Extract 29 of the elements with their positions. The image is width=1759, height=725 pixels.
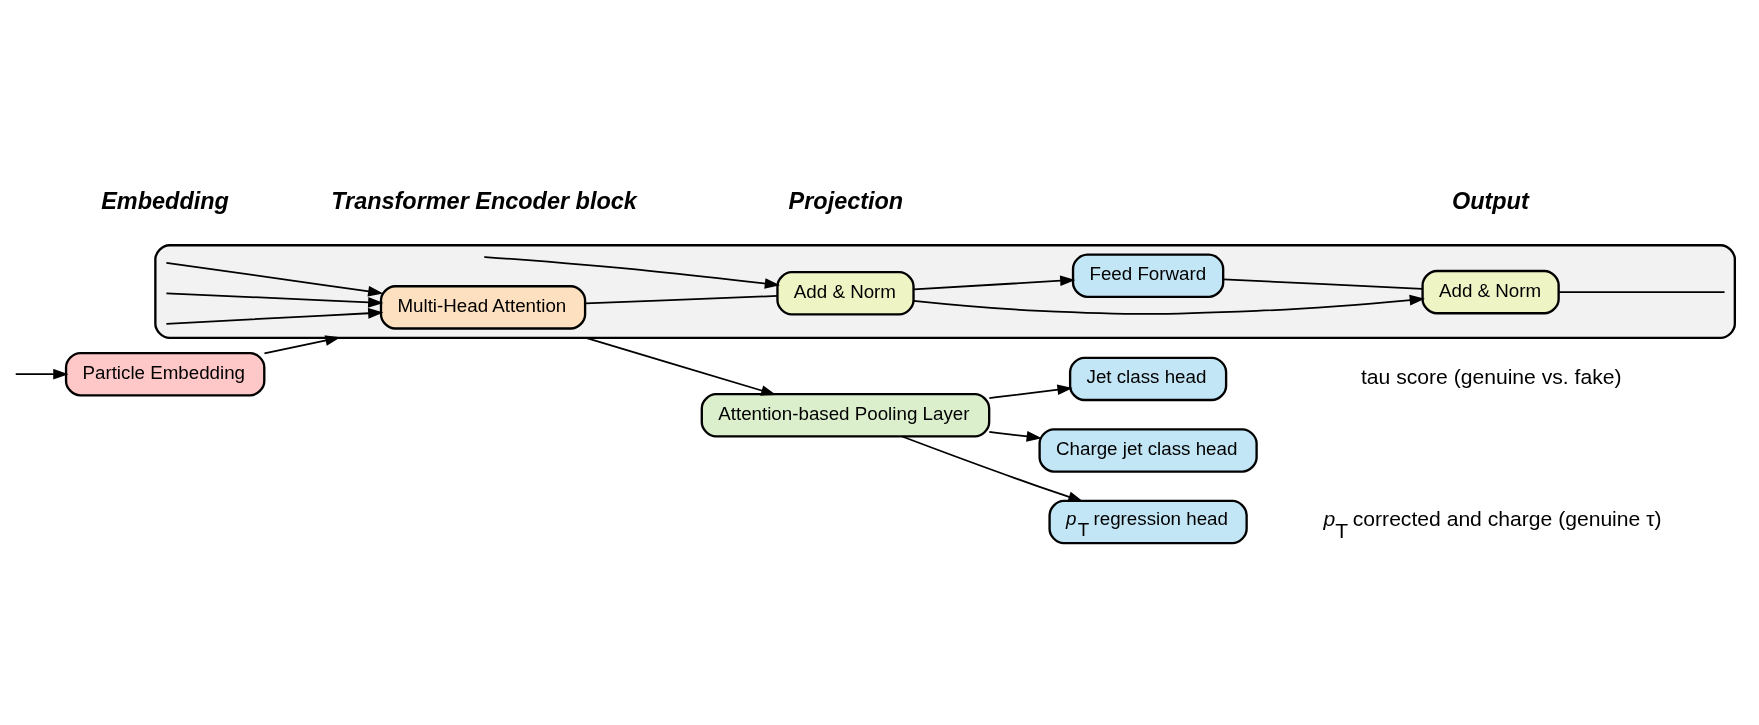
- arrow: [165, 307, 384, 325]
- label: Embedding: [101, 187, 229, 214]
- node-box: Attention-based Pooling Layer: [700, 393, 991, 438]
- arrow: [585, 337, 777, 396]
- label: Projection: [788, 187, 904, 214]
- cluster: [154, 244, 1736, 340]
- arrow: [912, 275, 1076, 291]
- arrow: [165, 261, 384, 297]
- node-box: Add & Norm: [1421, 269, 1560, 315]
- node-box: Charge jet class head: [1038, 428, 1258, 473]
- label: Output: [1451, 187, 1529, 214]
- arrow: [901, 435, 1084, 502]
- arrow: [988, 431, 1042, 442]
- node-box: Particle Embedding: [64, 351, 266, 397]
- arrow: [14, 368, 69, 380]
- arrow: [165, 292, 384, 308]
- label: Transformer Encoder block: [331, 187, 637, 214]
- arrow: [483, 256, 781, 289]
- arrow: [912, 294, 1425, 315]
- connector: [1557, 291, 1726, 293]
- label: tau score (genuine vs. fake): [1361, 365, 1622, 389]
- arrow: [263, 335, 341, 355]
- connector: [584, 295, 779, 305]
- node-box: Feed Forward: [1071, 253, 1225, 298]
- node-box: Jet class head: [1068, 356, 1228, 402]
- node-box: Add & Norm: [776, 271, 915, 316]
- node-box: Multi-Head Attention: [379, 285, 587, 330]
- connector: [1222, 278, 1424, 290]
- arrow: [988, 384, 1073, 399]
